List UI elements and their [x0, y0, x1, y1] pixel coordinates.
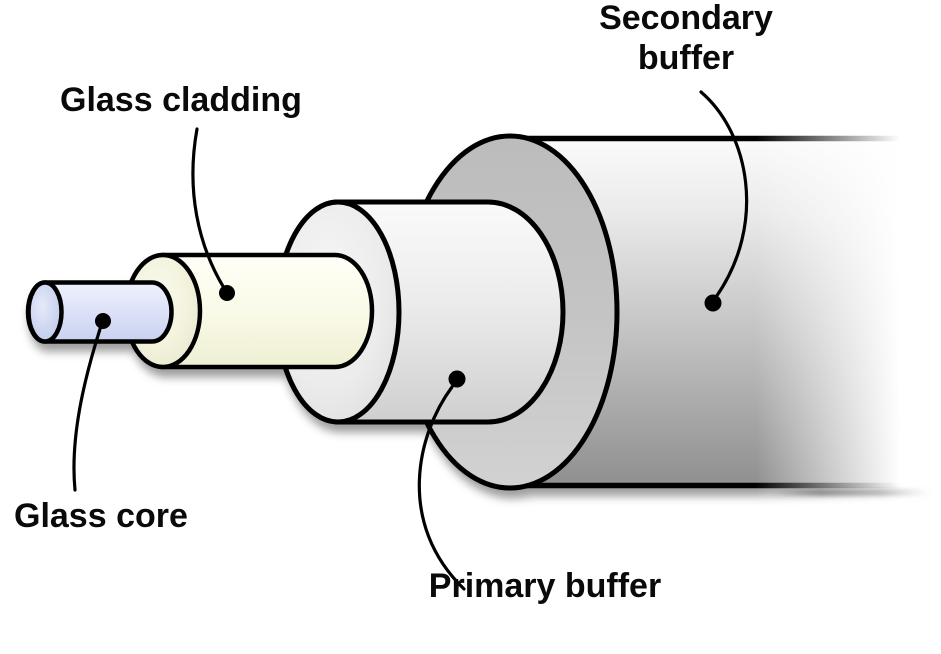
glass-cladding-leader-line — [191, 127, 226, 290]
glass-cladding-anchor-dot — [219, 285, 235, 301]
primary-buffer-leader-line — [417, 385, 466, 591]
glass-core-leader-line — [72, 327, 102, 492]
label-primary-buffer: Primary buffer — [428, 567, 662, 605]
label-glass-core: Glass core — [14, 497, 188, 535]
label-glass-cladding: Glass cladding — [60, 81, 302, 119]
primary-buffer-anchor-dot — [448, 370, 466, 388]
leader-lines — [72, 90, 749, 591]
leader-anchor-dots — [95, 285, 722, 388]
glass-core-face — [26, 280, 64, 344]
secondary-buffer-leader-line — [699, 90, 749, 299]
secondary-buffer-anchor-dot — [704, 294, 722, 312]
glass-core-anchor-dot — [95, 313, 111, 329]
label-secondary-buffer: Secondary buffer — [599, 0, 773, 77]
fade-out-overlay — [755, 95, 941, 575]
residual-shadow-line — [772, 489, 930, 496]
